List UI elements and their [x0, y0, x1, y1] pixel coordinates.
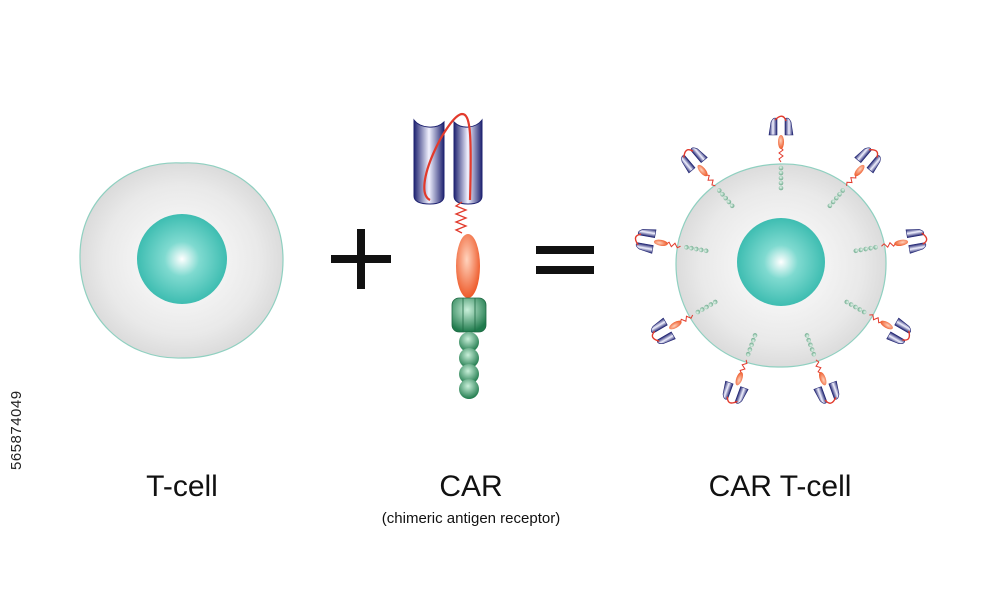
- car-subtitle: (chimeric antigen receptor): [381, 510, 561, 527]
- tcell-label: T-cell: [146, 470, 218, 503]
- car-linker: [423, 112, 472, 201]
- car-transmembrane: [456, 234, 480, 298]
- tcell-nucleus: [137, 214, 227, 304]
- plus-sign: [331, 229, 391, 289]
- cart-label: CAR T-cell: [708, 470, 852, 503]
- tcell-icon: [79, 162, 284, 359]
- car-costim-domain: [451, 297, 487, 333]
- car-receptor-icon: [413, 112, 487, 399]
- side-image-id: 565874049: [8, 390, 25, 470]
- car-antigen-binding-right: [453, 118, 483, 205]
- car-tcell-icon: [632, 115, 930, 408]
- car-signaling-chain: [459, 332, 479, 399]
- car-hinge: [454, 201, 468, 234]
- cart-nucleus: [737, 218, 825, 306]
- equals-sign: [536, 246, 594, 274]
- car-label: CAR: [439, 470, 503, 503]
